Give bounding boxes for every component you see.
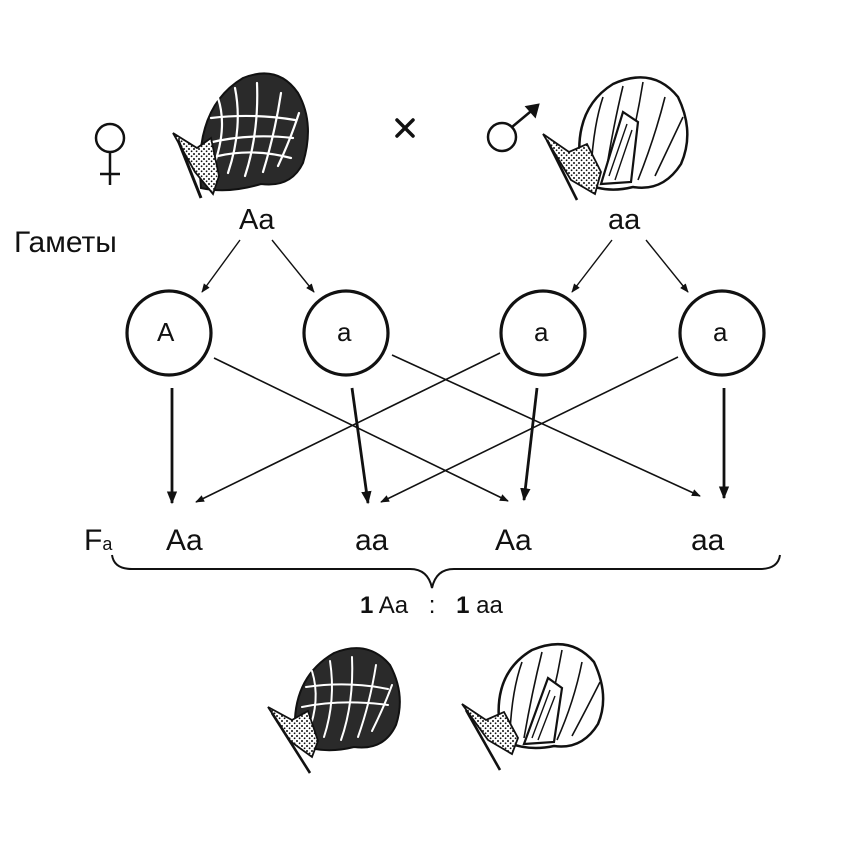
ratio-right-genotype: aa <box>476 592 503 619</box>
segregation-ratio: 1 Aa : 1 aa <box>360 594 503 618</box>
ratio-separator: : <box>428 592 436 619</box>
pigmented-flower-icon <box>172 72 309 199</box>
gamete-circles <box>125 289 766 377</box>
gamete-circle-2 <box>302 289 390 377</box>
male-genotype: aa <box>608 204 641 236</box>
gamete-to-offspring-direct-arrows <box>166 387 730 505</box>
gamete-circle-3 <box>499 289 587 377</box>
offspring-genotype-2: aa <box>355 524 389 557</box>
cross-sign-icon <box>395 118 415 138</box>
grouping-brace <box>111 554 781 589</box>
gametes-title: Гаметы <box>14 226 117 259</box>
fa-generation-label: Fa <box>84 526 112 556</box>
fa-label-sub: a <box>102 534 113 554</box>
parent-to-gamete-arrows <box>201 239 689 293</box>
gamete-crossing-arrows <box>195 352 701 503</box>
offspring-pigmented-flower-icon <box>267 647 401 774</box>
female-genotype: Aa <box>239 204 275 236</box>
offspring-genotype-1: Aa <box>166 524 203 557</box>
white-flower-icon <box>542 76 689 201</box>
offspring-genotype-4: aa <box>691 524 725 557</box>
offspring-genotype-3: Aa <box>495 524 532 557</box>
gamete-circle-1 <box>125 289 213 377</box>
gamete-label-4: a <box>713 317 728 347</box>
male-symbol-icon <box>486 103 540 153</box>
gamete-circle-4 <box>678 289 766 377</box>
gamete-label-2: a <box>337 317 352 347</box>
ratio-right-number: 1 <box>456 592 470 619</box>
ratio-left-genotype: Aa <box>378 592 409 619</box>
female-symbol-icon <box>94 122 126 185</box>
gamete-label-1: A <box>157 317 175 347</box>
gamete-label-3: a <box>534 317 549 347</box>
offspring-white-flower-icon <box>461 642 605 771</box>
fa-label-main: F <box>84 524 103 557</box>
ratio-left-number: 1 <box>360 592 374 619</box>
